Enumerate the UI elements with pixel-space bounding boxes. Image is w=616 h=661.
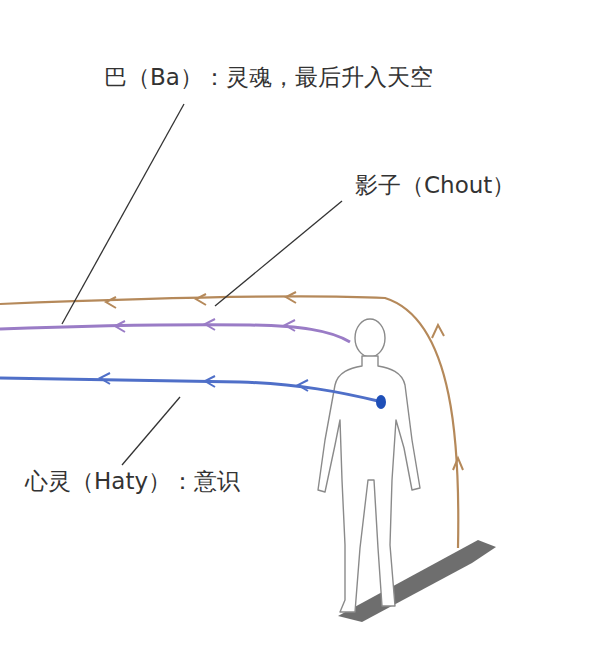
shadow-line [0, 296, 458, 548]
heart-dot [376, 395, 386, 409]
ba-label: 巴（Ba）：灵魂，最后升入天空 [104, 64, 433, 92]
leader-lines [62, 104, 342, 465]
figure-head [355, 319, 385, 357]
haty-label: 心灵（Haty）：意识 [25, 468, 240, 496]
haty-arrowheads [100, 373, 308, 391]
shadow-label: 影子（Chout） [355, 172, 515, 200]
haty-line [0, 378, 378, 401]
ba-arrowheads [115, 319, 295, 332]
figure-shadow [338, 540, 496, 622]
figure-body [318, 356, 420, 612]
ba-line [0, 325, 350, 342]
